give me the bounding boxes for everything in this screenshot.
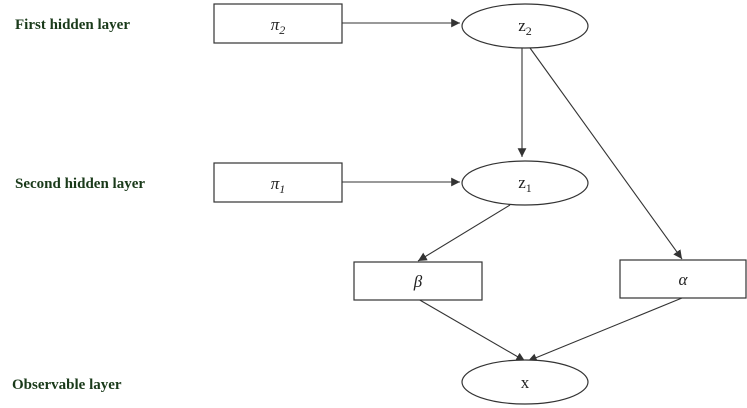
beta-label: β: [413, 272, 423, 291]
pi2-label: π2: [271, 15, 286, 37]
edge-z2-alpha: [529, 47, 683, 260]
pi1-label: π1: [271, 174, 286, 196]
second-hidden-layer-label: Second hidden layer: [15, 176, 145, 192]
alpha-node: α: [619, 259, 747, 299]
pi2-node: π2: [213, 3, 343, 44]
edge-beta-x: [417, 298, 526, 362]
x-node: x: [461, 359, 589, 405]
z2-label: z2: [518, 16, 532, 38]
z2-node: z2: [461, 3, 589, 49]
beta-node: β: [353, 261, 483, 301]
alpha-label: α: [679, 270, 689, 289]
z1-label: z1: [518, 173, 532, 195]
z1-node: z1: [461, 160, 589, 206]
pi1-node: π1: [213, 162, 343, 203]
x-label: x: [521, 373, 530, 392]
first-hidden-layer-label: First hidden layer: [15, 17, 130, 33]
edge-z1-beta: [417, 204, 511, 262]
observable-layer-label: Observable layer: [12, 377, 122, 393]
edge-alpha-x: [527, 297, 683, 362]
